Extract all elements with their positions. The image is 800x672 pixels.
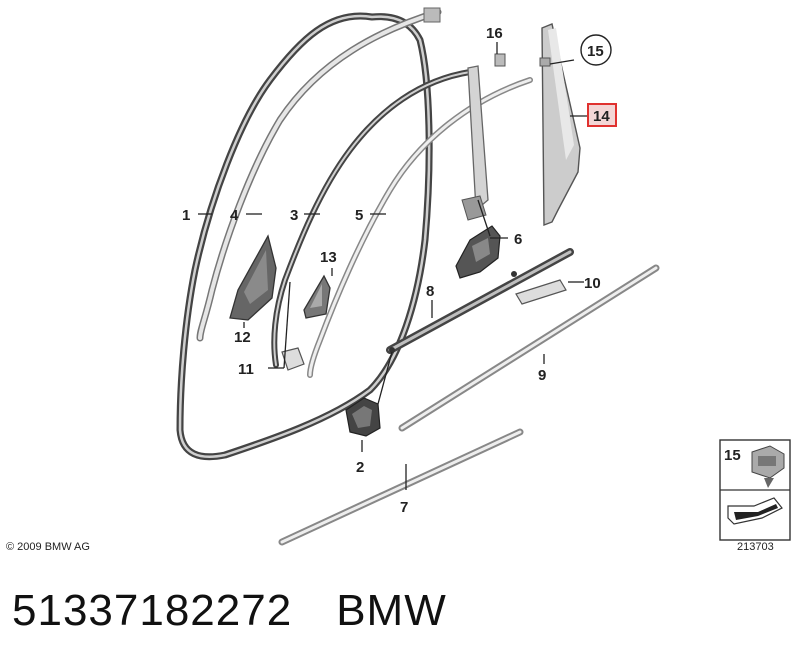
callout-4: 4 — [230, 207, 239, 224]
part-6-end-piece — [455, 225, 501, 279]
part-8-lower-seal — [386, 248, 574, 354]
callout-15-circle — [580, 34, 612, 66]
part-15-clip — [539, 57, 551, 67]
part-7-bottom-strip — [278, 428, 524, 546]
brand-name: BMW — [336, 586, 447, 635]
inset-panel: 15 — [719, 439, 791, 541]
part-11-clip — [281, 347, 305, 371]
callout-5: 5 — [355, 207, 363, 224]
part-4-trim-strip — [196, 7, 442, 342]
copyright-notice: © 2009 BMW AG — [6, 541, 90, 553]
callout-10: 10 — [584, 275, 601, 292]
callout-14: 14 — [593, 108, 610, 125]
diagram-code: 213703 — [737, 541, 774, 553]
callout-6: 6 — [514, 231, 522, 248]
part-number: 51337182272 — [12, 586, 293, 635]
callout-7: 7 — [400, 499, 408, 516]
callout-14-highlight — [587, 103, 617, 127]
callout-3: 3 — [290, 207, 298, 224]
part-5-channel-strip — [307, 65, 533, 378]
callout-2: 2 — [356, 459, 364, 476]
part-16-clip — [494, 53, 506, 67]
part-3-window-seal — [271, 69, 473, 368]
part-10-bracket — [515, 279, 567, 305]
parts-diagram: 1 4 3 5 16 15 14 6 13 10 8 12 11 9 2 7 1… — [176, 7, 791, 546]
part-2-stopper — [345, 397, 381, 437]
callout-11: 11 — [238, 361, 254, 378]
callouts: 1 4 3 5 16 15 14 6 13 10 8 12 11 9 2 7 — [182, 25, 617, 516]
part-14-pillar-cover — [541, 23, 581, 227]
callout-13: 13 — [320, 249, 337, 266]
callout-15: 15 — [587, 43, 604, 60]
callout-12: 12 — [234, 329, 251, 346]
inset-arrow-icon — [727, 497, 783, 525]
part-12-mirror-cover — [229, 234, 277, 321]
callout-1: 1 — [182, 207, 190, 224]
leader-lines — [198, 42, 588, 490]
part-1-door-seal — [176, 12, 433, 461]
callout-16: 16 — [486, 25, 503, 42]
part-13-triangle-trim — [303, 274, 331, 319]
footer-caption: 51337182272 BMW — [12, 586, 447, 636]
callout-8: 8 — [426, 283, 434, 300]
inset-label: 15 — [724, 447, 741, 464]
part-9-sill-strip — [398, 264, 660, 432]
callout-9: 9 — [538, 367, 546, 384]
inset-clip-icon — [751, 445, 785, 488]
